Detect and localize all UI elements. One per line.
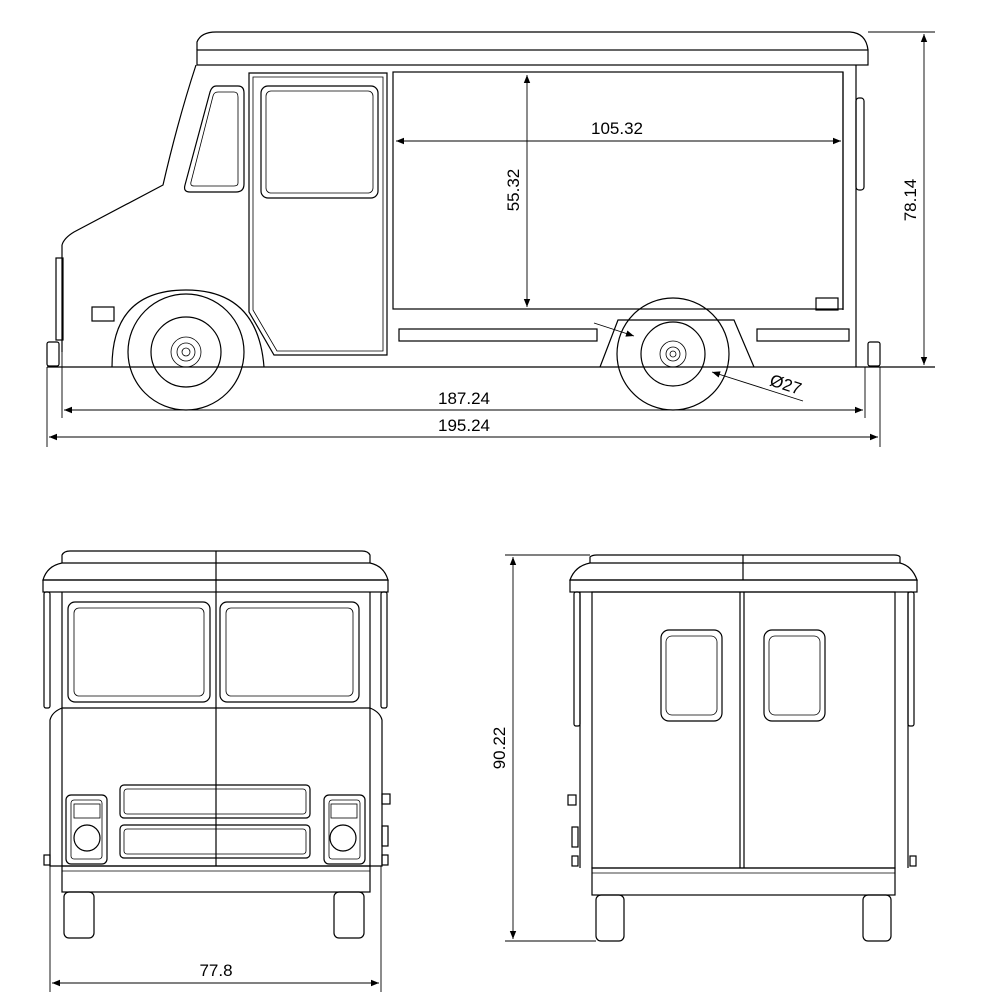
front-windshield-right: [219, 601, 360, 703]
side-roof: [196, 31, 869, 51]
dim-rear-height: 90.22: [490, 727, 509, 770]
dim-side-height: 78.14: [901, 179, 920, 222]
side-cargo-panel: [392, 71, 844, 310]
dim-front-width: 77.8: [199, 961, 232, 980]
front-bumper: [61, 865, 371, 893]
front-tire-right: [333, 891, 365, 939]
rear-tire-right: [862, 894, 892, 942]
rear-view: 90.22: [490, 554, 918, 942]
side-rear-wheel: [599, 297, 755, 411]
dim-wheel-diameter: Ø27: [767, 371, 803, 399]
rear-bumper: [591, 867, 896, 896]
side-body-outline: [61, 64, 197, 246]
rear-window-left: [660, 629, 723, 722]
front-windshield-left: [67, 601, 211, 703]
front-grille-upper: [119, 784, 311, 819]
front-grille-lower: [119, 824, 311, 859]
front-headlight-right: [323, 794, 366, 865]
rear-tire-left: [595, 894, 625, 942]
rear-window-right: [763, 629, 826, 722]
dim-cargo-height: 55.32: [504, 169, 523, 212]
side-view: 105.32 55.32 78.14 187.24 195.24 Ø27: [46, 31, 935, 447]
side-roof-rail: [196, 49, 869, 66]
front-tire-left: [63, 891, 95, 939]
dim-overall-length: 195.24: [438, 416, 490, 435]
side-windshield: [183, 85, 245, 193]
dim-inner-length: 187.24: [438, 389, 490, 408]
dim-cargo-width: 105.32: [591, 119, 643, 138]
front-headlight-left: [65, 794, 108, 865]
front-view: 77.8: [42, 550, 391, 992]
side-cab-door: [248, 72, 388, 356]
side-front-wheel: [111, 289, 265, 411]
